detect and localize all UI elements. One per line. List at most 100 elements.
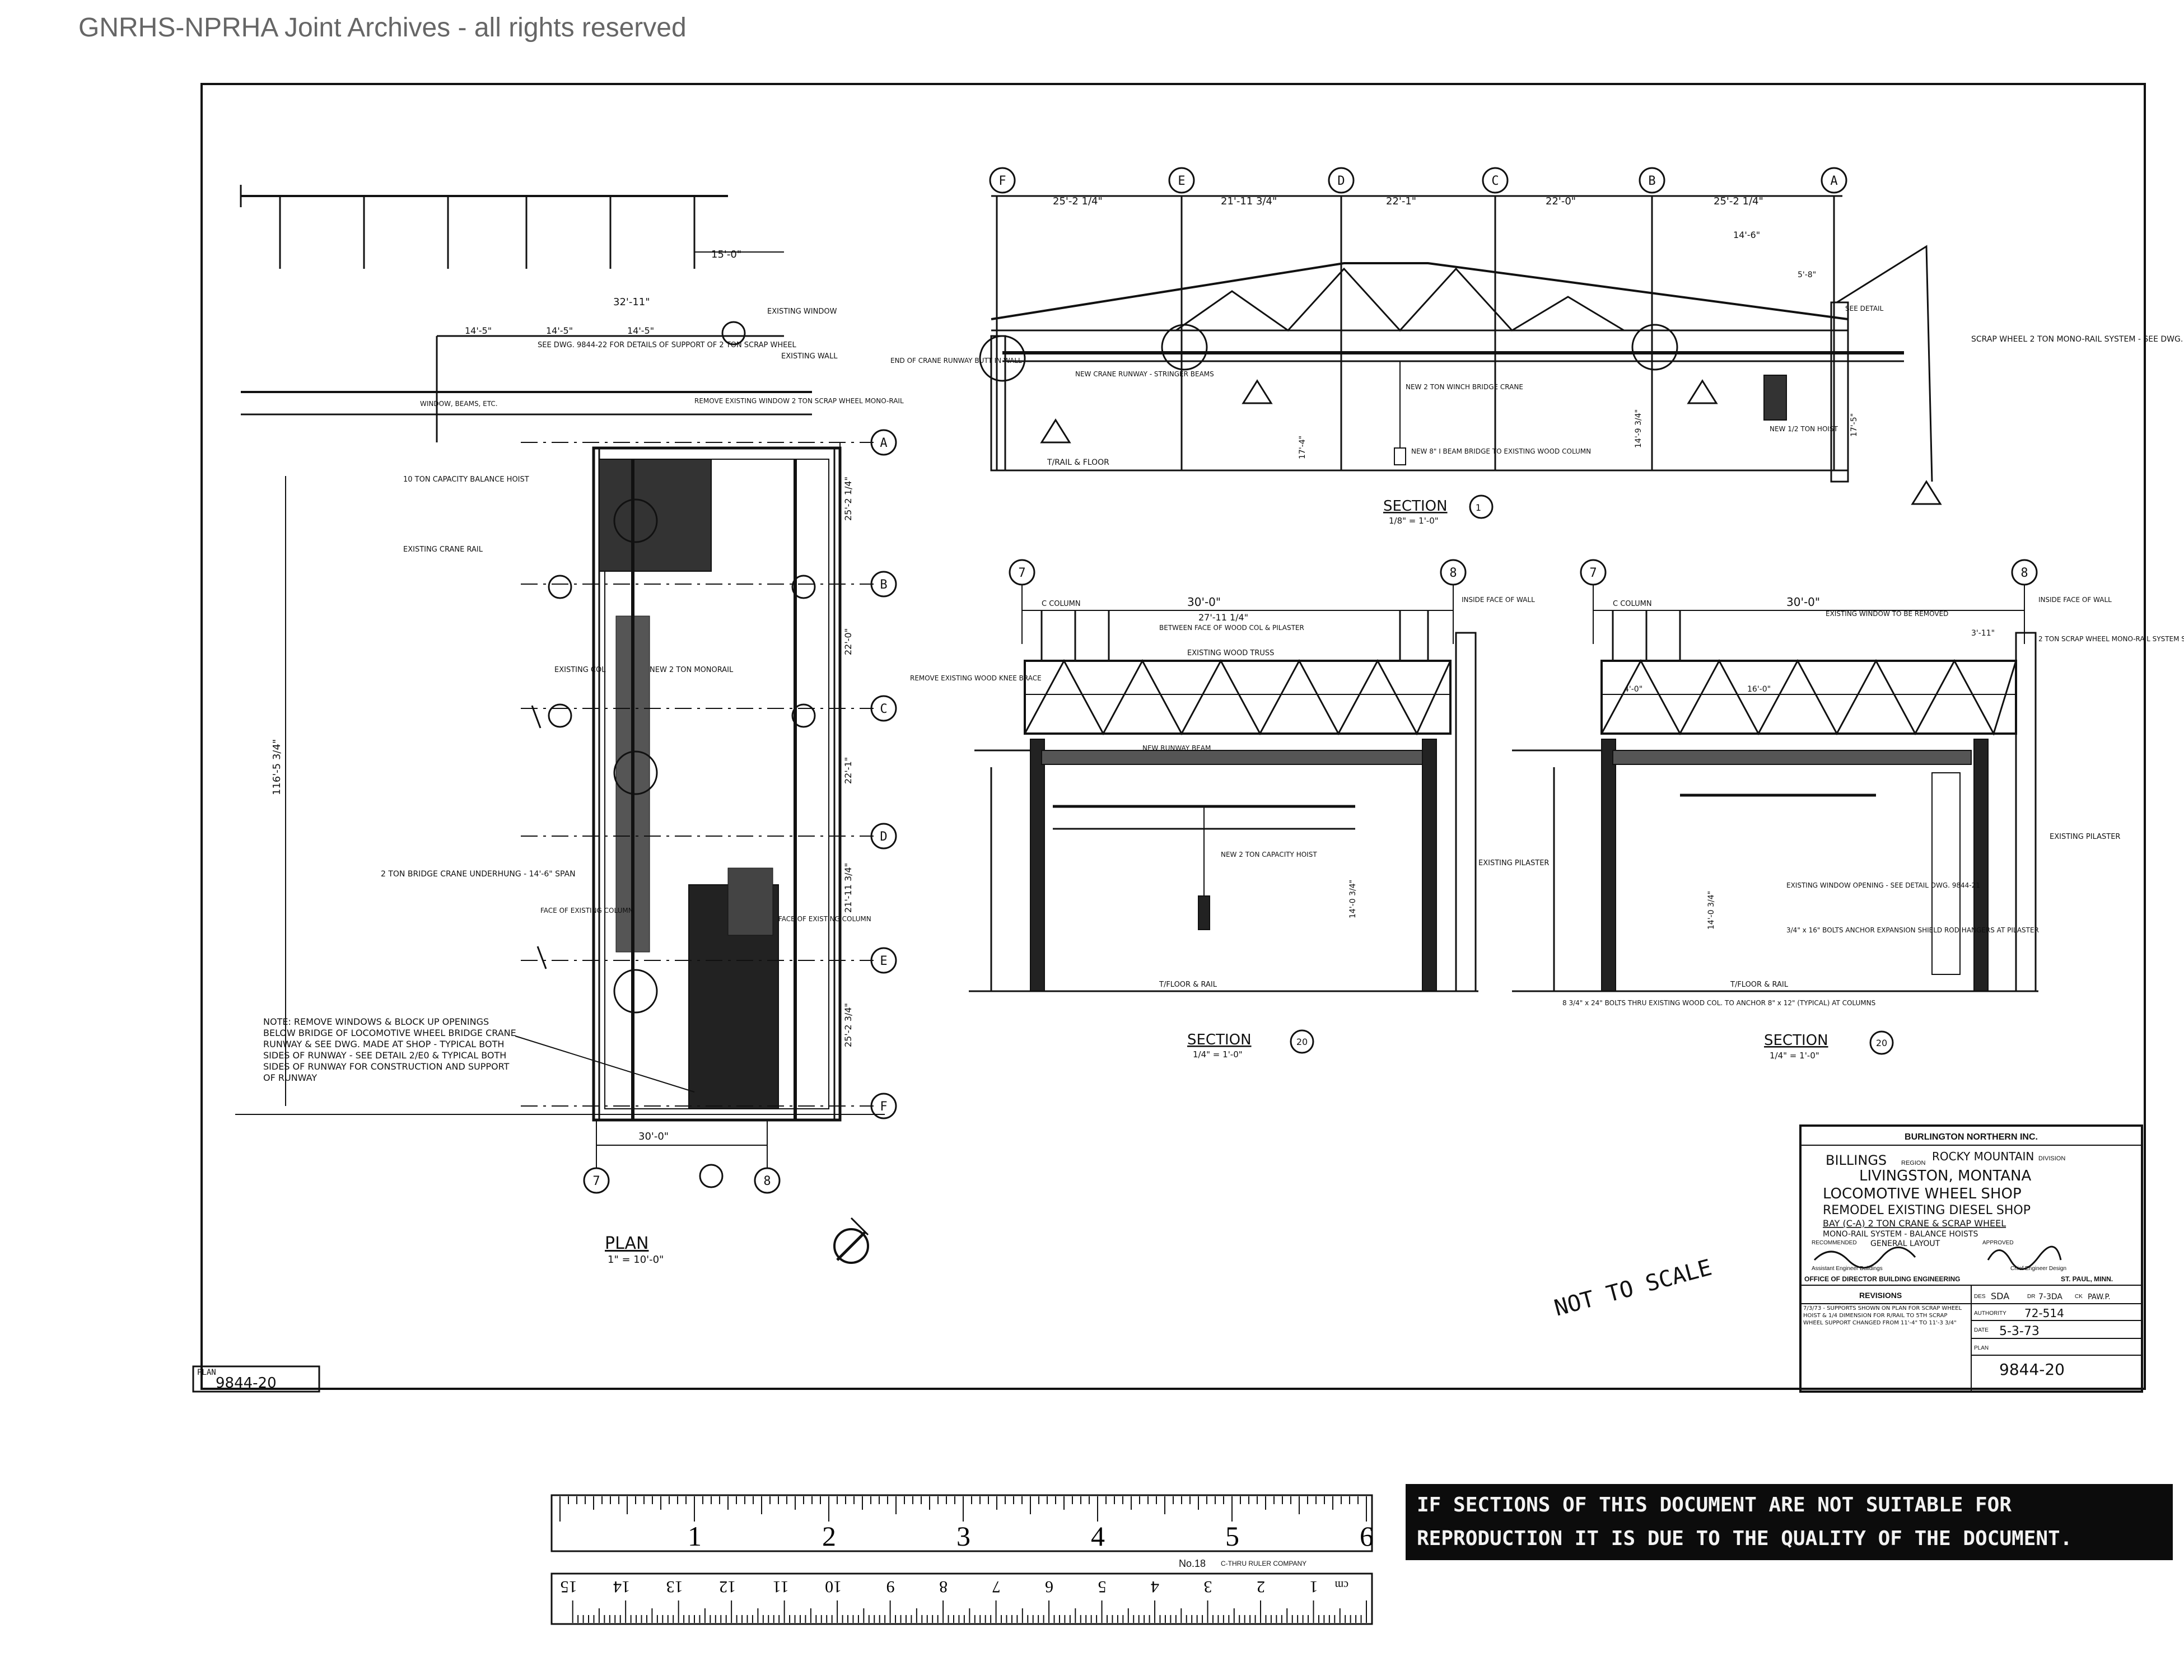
- sec-dim-1: 25'-2 1/4": [1053, 195, 1103, 207]
- tb-desc-4: GENERAL LAYOUT: [1870, 1239, 1940, 1248]
- ruler-inch-label: 6: [1360, 1520, 1374, 1552]
- plan-top-dim-3: 14'-5": [627, 325, 654, 336]
- tb-desc-2: BAY (C-A) 2 TON CRANE & SCRAP WHEEL: [1823, 1218, 2006, 1229]
- det3-right-inner: 16'-0": [1747, 685, 1771, 694]
- det3-col-8: 8: [2020, 566, 2028, 580]
- plan-note-9: FACE OF EXISTING COLUMN: [778, 915, 871, 923]
- tb-desc-3: MONO-RAIL SYSTEM - BALANCE HOISTS: [1823, 1230, 1978, 1239]
- tb-approved: APPROVED: [1982, 1240, 2014, 1246]
- plan-note-7: 2 TON BRIDGE CRANE UNDERHUNG - 14'-6" SP…: [381, 870, 576, 879]
- section-3-scale: 1/4" = 1'-0": [1770, 1051, 1819, 1061]
- det3-right-left: 4'-0": [1624, 685, 1642, 694]
- sec-dim-4: 22'-0": [1546, 195, 1576, 207]
- det2-note-2: EXISTING WOOD TRUSS: [1187, 649, 1274, 657]
- section-3-view: [1512, 559, 2038, 1055]
- ruler-cm-label: 15: [561, 1578, 577, 1596]
- plan-view: [235, 185, 897, 1264]
- tb-date-label: DATE: [1974, 1327, 1989, 1333]
- ruler-inch-label: 1: [688, 1520, 702, 1552]
- sec-col-f: F: [998, 174, 1006, 188]
- sec-note-2: NEW CRANE RUNWAY - STRINGER BEAMS: [1075, 370, 1214, 378]
- tb-office: OFFICE OF DIRECTOR BUILDING ENGINEERING: [1804, 1275, 1960, 1283]
- sheet-tag-number: 9844-20: [216, 1375, 277, 1392]
- sec-col-b: B: [1648, 174, 1655, 188]
- tb-desc-1: REMODEL EXISTING DIESEL SHOP: [1823, 1203, 2031, 1217]
- plan-col-7: 7: [592, 1174, 600, 1188]
- plan-top-right-dim: 15'-0": [711, 249, 741, 260]
- section-1-title: SECTION: [1383, 498, 1448, 515]
- tb-revision-1: 7/3/73 - SUPPORTS SHOWN ON PLAN FOR SCRA…: [1803, 1305, 1962, 1326]
- det3-note-13: EXISTING PILASTER: [2050, 833, 2120, 841]
- plan-top-dim-1: 14'-5": [465, 325, 492, 336]
- plan-top-dim-2: 14'-5": [546, 325, 573, 336]
- tb-ck: PAW.P.: [2088, 1293, 2111, 1301]
- tb-company: BURLINGTON NORTHERN INC.: [1905, 1132, 2038, 1142]
- sec-note-4: NEW 8" I BEAM BRIDGE TO EXISTING WOOD CO…: [1411, 447, 1591, 455]
- ruler-cm-label: 12: [719, 1578, 736, 1596]
- ruler-model: No.18: [1179, 1558, 1206, 1569]
- sheet-border: [200, 83, 2146, 1390]
- sec-col-d: D: [1337, 174, 1345, 188]
- section-1-ref: 1: [1476, 502, 1481, 513]
- plan-note-8: FACE OF EXISTING COLUMN: [540, 907, 633, 914]
- plan-dim-1: 25'-2 1/4": [843, 477, 853, 521]
- tb-region: BILLINGS: [1826, 1152, 1887, 1168]
- ruler-cm-label: 7: [992, 1578, 1001, 1596]
- ruler-cm-label: 2: [1257, 1578, 1265, 1596]
- tb-dsgn-label: DES: [1974, 1294, 1986, 1300]
- sec-col-a: A: [1830, 174, 1837, 188]
- ruler-cm-label: 5: [1098, 1578, 1107, 1596]
- plan-note-2: EXISTING WALL: [781, 352, 838, 361]
- sec-note-8: SEE DETAIL: [1845, 305, 1884, 312]
- sec-note-7: NEW 1/2 TON HOIST: [1770, 425, 1838, 433]
- section-2-sheet: 20: [1296, 1037, 1308, 1047]
- plan-row-b: B: [880, 578, 887, 592]
- plan-dim-3: 22'-1": [843, 757, 853, 784]
- sheet-tag-box: [192, 1365, 320, 1393]
- tb-division-label: DIVISION: [2038, 1155, 2065, 1162]
- det3-note-7: INSIDE FACE OF WALL: [2038, 596, 2112, 604]
- ruler-cm-label: 8: [939, 1578, 948, 1596]
- section-2-labels: 7 8 30'-0" 27'-11 1/4" 14'-0 3/4" C COLU…: [910, 566, 1549, 1060]
- sec-height-2: 14'-9 3/4": [1634, 409, 1643, 448]
- sec-dim-3: 22'-1": [1386, 195, 1416, 207]
- sec-note-5: SCRAP WHEEL 2 TON MONO-RAIL SYSTEM - SEE…: [1971, 335, 2184, 344]
- det3-width: 30'-0": [1786, 595, 1820, 609]
- section-1-labels: F E D C B A 25'-2 1/4" 21'-11 3/4" 22'-1…: [890, 174, 2184, 526]
- plan-title: PLAN: [605, 1234, 648, 1253]
- tb-revisions-label: REVISIONS: [1859, 1291, 1902, 1300]
- title-block-text: BURLINGTON NORTHERN INC. BILLINGS REGION…: [1552, 1132, 2113, 1379]
- det3-note-8: T/FLOOR & RAIL: [1730, 981, 1789, 989]
- det2-note-8: T/FLOOR & RAIL: [1159, 981, 1217, 989]
- archive-watermark: GNRHS-NPRHA Joint Archives - all rights …: [78, 13, 687, 43]
- plan-note-5: EXISTING CRANE RAIL: [403, 545, 483, 554]
- plan-note-10: REMOVE EXISTING WINDOW 2 TON SCRAP WHEEL…: [694, 397, 904, 405]
- sec-col-c: C: [1491, 174, 1499, 188]
- section-2-scale: 1/4" = 1'-0": [1193, 1049, 1243, 1060]
- sec-dim-right: 14'-6": [1733, 230, 1760, 240]
- tb-chief-engineer: Chief Engineer Design: [2010, 1266, 2066, 1272]
- det2-col-label: C COLUMN: [1042, 600, 1081, 608]
- det3-col-7: 7: [1589, 566, 1597, 580]
- ruler-cm-label: 9: [886, 1578, 895, 1596]
- ruler-cm-label: 3: [1204, 1578, 1212, 1596]
- tb-plan-label: PLAN: [1974, 1345, 1989, 1351]
- det3-note-10: EXISTING WINDOW OPENING - SEE DETAIL DWG…: [1786, 881, 1980, 889]
- plan-note-11: WINDOW, BEAMS, ETC.: [420, 400, 498, 408]
- ruler-maker: C-THRU RULER COMPANY: [1221, 1560, 1306, 1567]
- sec-dim-5: 25'-2 1/4": [1714, 195, 1763, 207]
- plan-note-3: EXISTING WINDOW: [767, 307, 837, 316]
- det2-note-3: REMOVE EXISTING WOOD KNEE BRACE: [910, 674, 1042, 682]
- sec-dim-2: 21'-11 3/4": [1221, 195, 1277, 207]
- tb-region-label: REGION: [1901, 1160, 1925, 1166]
- tb-dsgn: SDA: [1991, 1291, 2009, 1301]
- sec-dim-right-small: 5'-8": [1798, 270, 1816, 279]
- plan-row-f: F: [880, 1100, 887, 1114]
- det3-note-9: EXISTING WINDOW TO BE REMOVED: [1826, 610, 1948, 618]
- ruler-cm-label: 6: [1045, 1578, 1053, 1596]
- sec-height-1: 17'-4": [1298, 436, 1307, 459]
- sec-col-e: E: [1178, 174, 1185, 188]
- det2-inner: 27'-11 1/4": [1198, 612, 1248, 623]
- tb-dr: 7-3DA: [2038, 1292, 2062, 1301]
- plan-overall-dim: 116'-5 3/4": [271, 739, 283, 795]
